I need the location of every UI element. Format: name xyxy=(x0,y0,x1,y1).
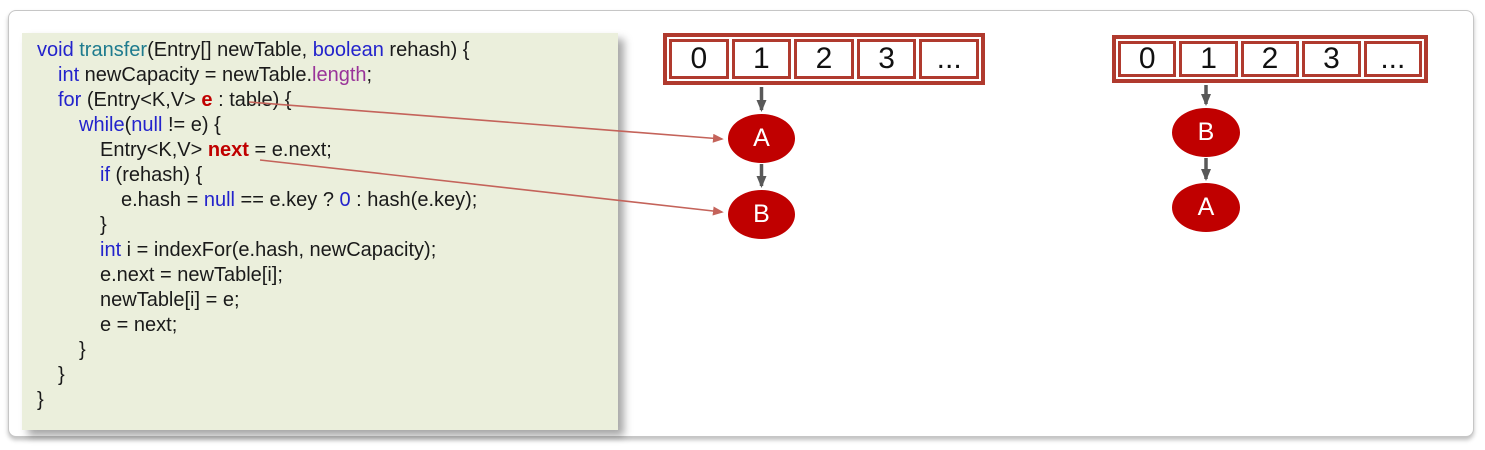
code-token: } xyxy=(100,214,107,236)
code-token: int xyxy=(58,64,80,86)
code-line: } xyxy=(37,213,610,238)
java-code-block: void transfer(Entry[] newTable, boolean … xyxy=(22,33,618,430)
code-line: while(null != e) { xyxy=(37,113,610,138)
bucket-cell: 2 xyxy=(1240,41,1300,77)
code-token: boolean xyxy=(312,39,384,61)
code-line: } xyxy=(37,388,610,413)
code-token: Entry<K,V> xyxy=(100,139,208,161)
code-token: for xyxy=(58,89,82,111)
code-token: 0 xyxy=(339,189,351,211)
code-token: == e.key ? xyxy=(234,189,340,211)
code-line: Entry<K,V> next = e.next; xyxy=(37,138,610,163)
code-line: e.next = newTable[i]; xyxy=(37,263,610,288)
code-token: int xyxy=(100,239,122,261)
code-line: e = next; xyxy=(37,313,610,338)
code-token: null xyxy=(131,114,163,136)
code-token: : hash(e.key); xyxy=(350,189,478,211)
code-token: } xyxy=(79,339,86,361)
code-token: (Entry[] newTable, xyxy=(147,39,313,61)
code-token: ( xyxy=(124,114,132,136)
bucket-cell: ... xyxy=(919,39,979,79)
code-token: newTable[i] = e; xyxy=(100,289,240,311)
entry-node-a: A xyxy=(728,114,795,163)
code-line: for (Entry<K,V> e : table) { xyxy=(37,88,610,113)
code-line: void transfer(Entry[] newTable, boolean … xyxy=(37,38,610,63)
code-token: : table) { xyxy=(212,89,292,111)
code-token: if xyxy=(100,164,110,186)
code-token: != e) { xyxy=(162,114,221,136)
code-token: } xyxy=(58,364,65,386)
bucket-cell: ... xyxy=(1363,41,1423,77)
code-line: newTable[i] = e; xyxy=(37,288,610,313)
code-token: void xyxy=(37,39,80,61)
code-token: e.hash = xyxy=(121,189,204,211)
code-token: (rehash) { xyxy=(110,164,203,186)
code-token: e xyxy=(201,89,213,111)
bucket-cell: 1 xyxy=(1179,41,1238,77)
code-token: i = indexFor(e.hash, newCapacity); xyxy=(121,239,437,261)
code-token: (Entry<K,V> xyxy=(81,89,202,111)
code-line: } xyxy=(37,338,610,363)
code-token: e.next = newTable[i]; xyxy=(100,264,283,286)
code-line: int newCapacity = newTable.length; xyxy=(37,63,610,88)
code-token: rehash) { xyxy=(383,39,470,61)
code-token: e = next; xyxy=(100,314,178,336)
code-line: e.hash = null == e.key ? 0 : hash(e.key)… xyxy=(37,188,610,213)
entry-node-b: B xyxy=(1172,108,1240,157)
code-token: null xyxy=(203,189,235,211)
bucket-cell: 3 xyxy=(856,39,917,79)
code-token: = e.next; xyxy=(248,139,332,161)
code-token: next xyxy=(207,139,249,161)
code-token: ; xyxy=(366,64,373,86)
code-line: int i = indexFor(e.hash, newCapacity); xyxy=(37,238,610,263)
bucket-cell: 1 xyxy=(731,39,792,79)
entry-node-b: B xyxy=(728,190,795,239)
code-token: } xyxy=(37,389,44,411)
code-token: newCapacity = newTable. xyxy=(79,64,313,86)
bucket-cell: 0 xyxy=(669,39,729,79)
code-token: transfer xyxy=(79,39,148,61)
bucket-cell: 0 xyxy=(1118,41,1177,77)
entry-node-a: A xyxy=(1172,183,1240,232)
code-line: } xyxy=(37,363,610,388)
code-token: length xyxy=(312,64,367,86)
bucket-cell: 2 xyxy=(794,39,854,79)
code-token: while xyxy=(79,114,125,136)
bucket-cell: 3 xyxy=(1302,41,1361,77)
code-line: if (rehash) { xyxy=(37,163,610,188)
